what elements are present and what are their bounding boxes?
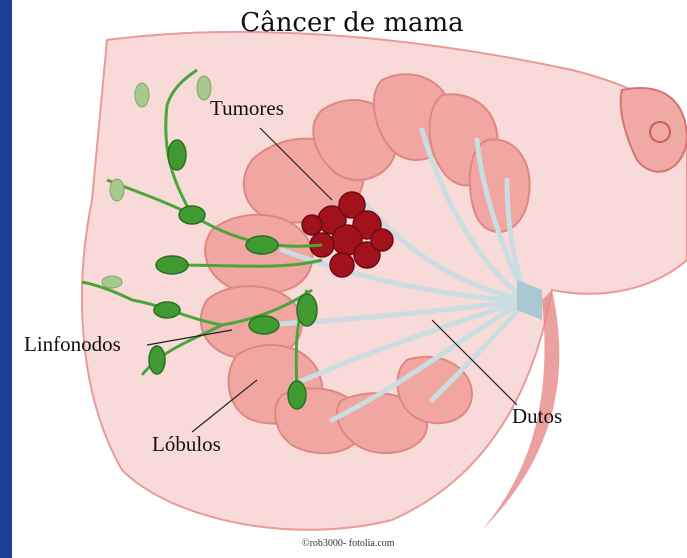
lymph-node [297, 294, 317, 326]
lymph-node-pale [102, 276, 122, 288]
lymph-node-pale [135, 83, 149, 107]
illustration-panel: Câncer de mama Tumores Linfonodos Lóbulo… [12, 0, 687, 558]
lymph-node [246, 236, 278, 254]
tumor [302, 215, 322, 235]
image-credit: ©rob3000- fotolia.com [302, 538, 395, 549]
lymph-node-pale [197, 76, 211, 100]
lymph-node [288, 381, 306, 409]
lymph-node [154, 302, 180, 318]
lymph-node [149, 346, 165, 374]
dutos-label: Dutos [512, 404, 562, 429]
lymph-node [168, 140, 186, 170]
page-title: Câncer de mama [212, 8, 492, 38]
lobulos-label: Lóbulos [152, 432, 221, 457]
breast-anatomy-illustration [12, 0, 687, 558]
tumor [371, 229, 393, 251]
lymph-node [249, 316, 279, 334]
lymph-node [179, 206, 205, 224]
tumor [330, 253, 354, 277]
lymph-node-pale [110, 179, 124, 201]
linfonodos-label: Linfonodos [24, 332, 121, 357]
lymph-node [156, 256, 188, 274]
tumores-label: Tumores [210, 96, 284, 121]
